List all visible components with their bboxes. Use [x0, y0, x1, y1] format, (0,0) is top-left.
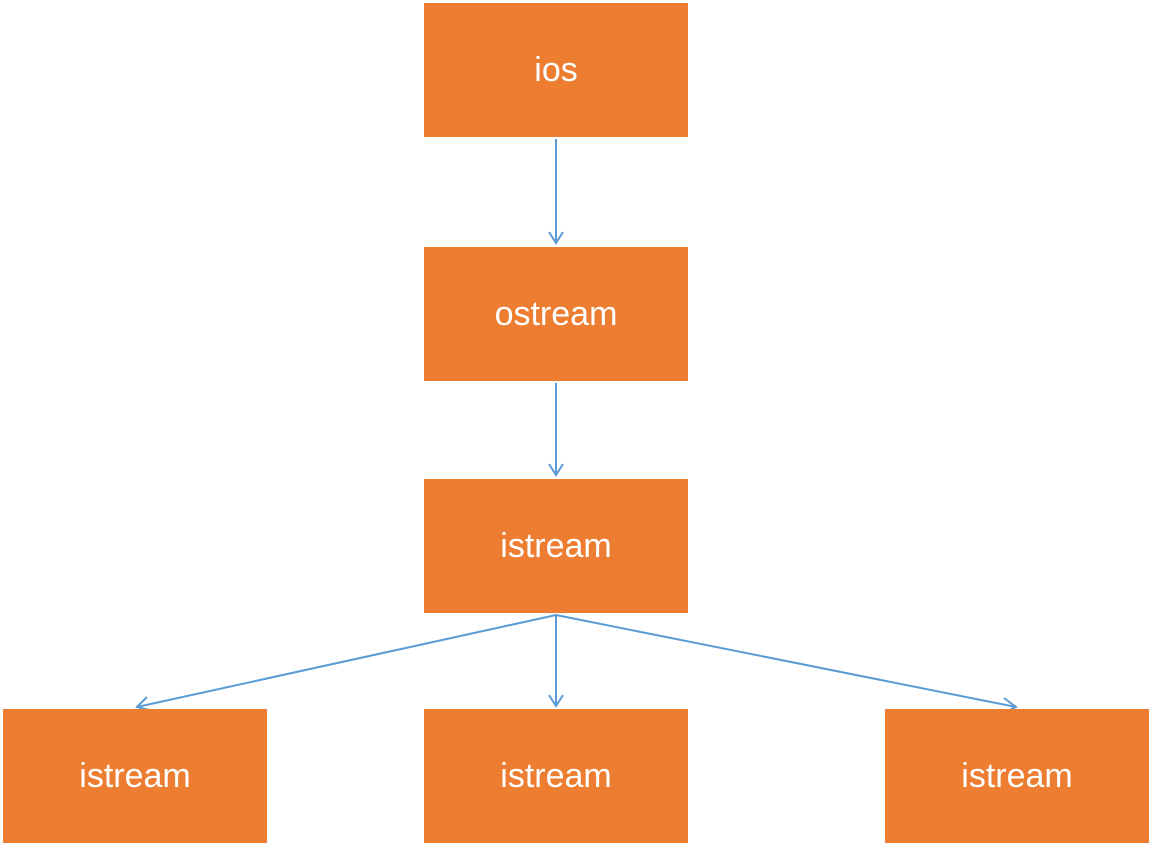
arrowhead-ostream-istream: [548, 463, 564, 477]
node-istream-right-label: istream: [961, 756, 1073, 795]
node-istream-left-label: istream: [79, 756, 191, 795]
node-istream-label: istream: [500, 526, 612, 565]
node-istream-middle-label: istream: [500, 756, 612, 795]
arrowhead-ios-ostream: [548, 231, 564, 245]
arrowhead-istream-middle: [548, 694, 564, 708]
node-ostream: ostream: [424, 247, 688, 381]
node-istream-right: istream: [885, 709, 1149, 843]
node-ostream-label: ostream: [494, 294, 618, 333]
node-istream-left: istream: [3, 709, 267, 843]
edge-istream-right: [555, 614, 1017, 708]
edge-istream-left: [136, 614, 557, 708]
node-ios-label: ios: [534, 50, 578, 89]
node-istream: istream: [424, 479, 688, 613]
node-ios: ios: [424, 3, 688, 137]
node-istream-middle: istream: [424, 709, 688, 843]
